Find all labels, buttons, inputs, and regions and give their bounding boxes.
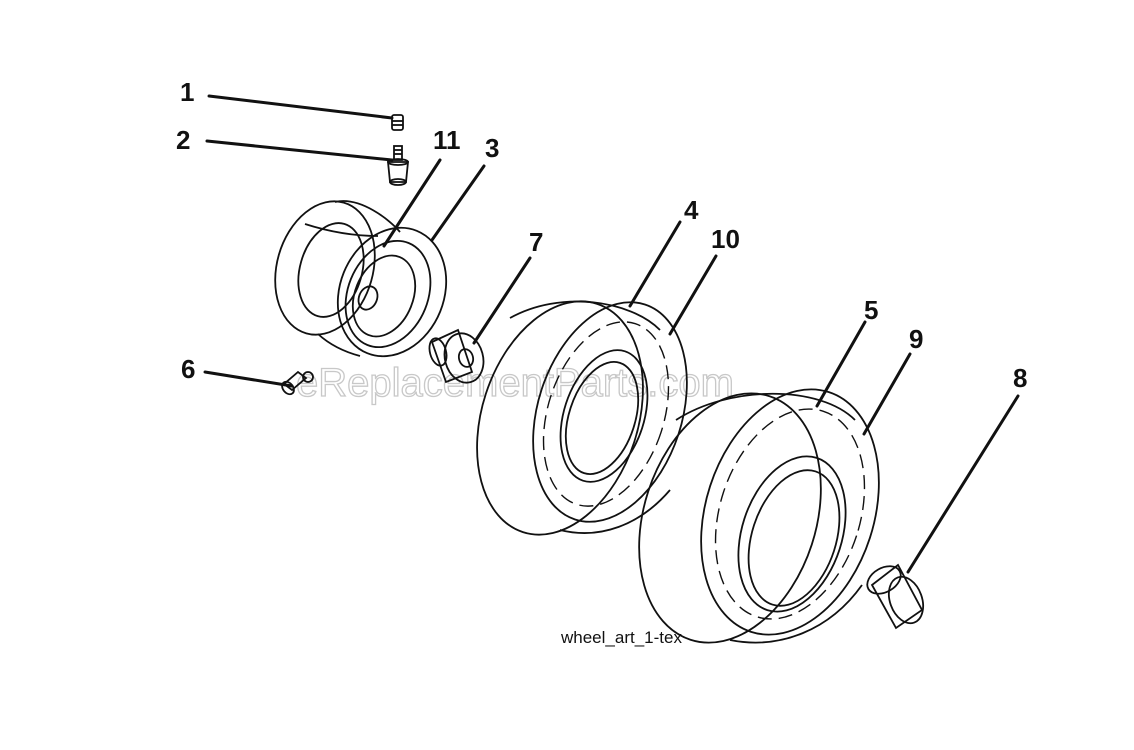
callout-5: 5 (864, 295, 878, 325)
leader-line-4 (628, 220, 682, 308)
hub-cap-part (866, 563, 925, 630)
watermark-text: eReplacementParts.com (296, 361, 734, 405)
callout-9: 9 (909, 324, 923, 354)
leader-line-3 (430, 164, 486, 242)
leader-line-5 (815, 320, 867, 408)
leader-line-1 (207, 94, 394, 120)
tire-part-5 (638, 388, 880, 644)
callout-6: 6 (181, 354, 195, 384)
callout-8: 8 (1013, 363, 1027, 393)
valve-cap-part (391, 114, 404, 131)
leader-line-7 (472, 256, 532, 345)
leader-line-10 (668, 254, 718, 336)
leader-line-8 (906, 394, 1020, 574)
leader-line-9 (862, 352, 912, 436)
leader-line-6 (203, 370, 294, 388)
grease-fitting-part (281, 370, 314, 396)
callout-1: 1 (180, 77, 194, 107)
callout-7: 7 (529, 227, 543, 257)
callout-10: 10 (711, 224, 740, 254)
figure-caption: wheel_art_1-tex (560, 628, 682, 647)
callout-11: 11 (433, 125, 461, 155)
wheel-rim-part (274, 200, 448, 358)
callout-2: 2 (176, 125, 190, 155)
leader-line-2 (205, 139, 394, 162)
callout-3: 3 (485, 133, 499, 163)
callout-4: 4 (684, 195, 699, 225)
valve-stem-part (387, 145, 409, 186)
bushing-part (428, 328, 485, 384)
leader-line-11 (382, 158, 442, 248)
